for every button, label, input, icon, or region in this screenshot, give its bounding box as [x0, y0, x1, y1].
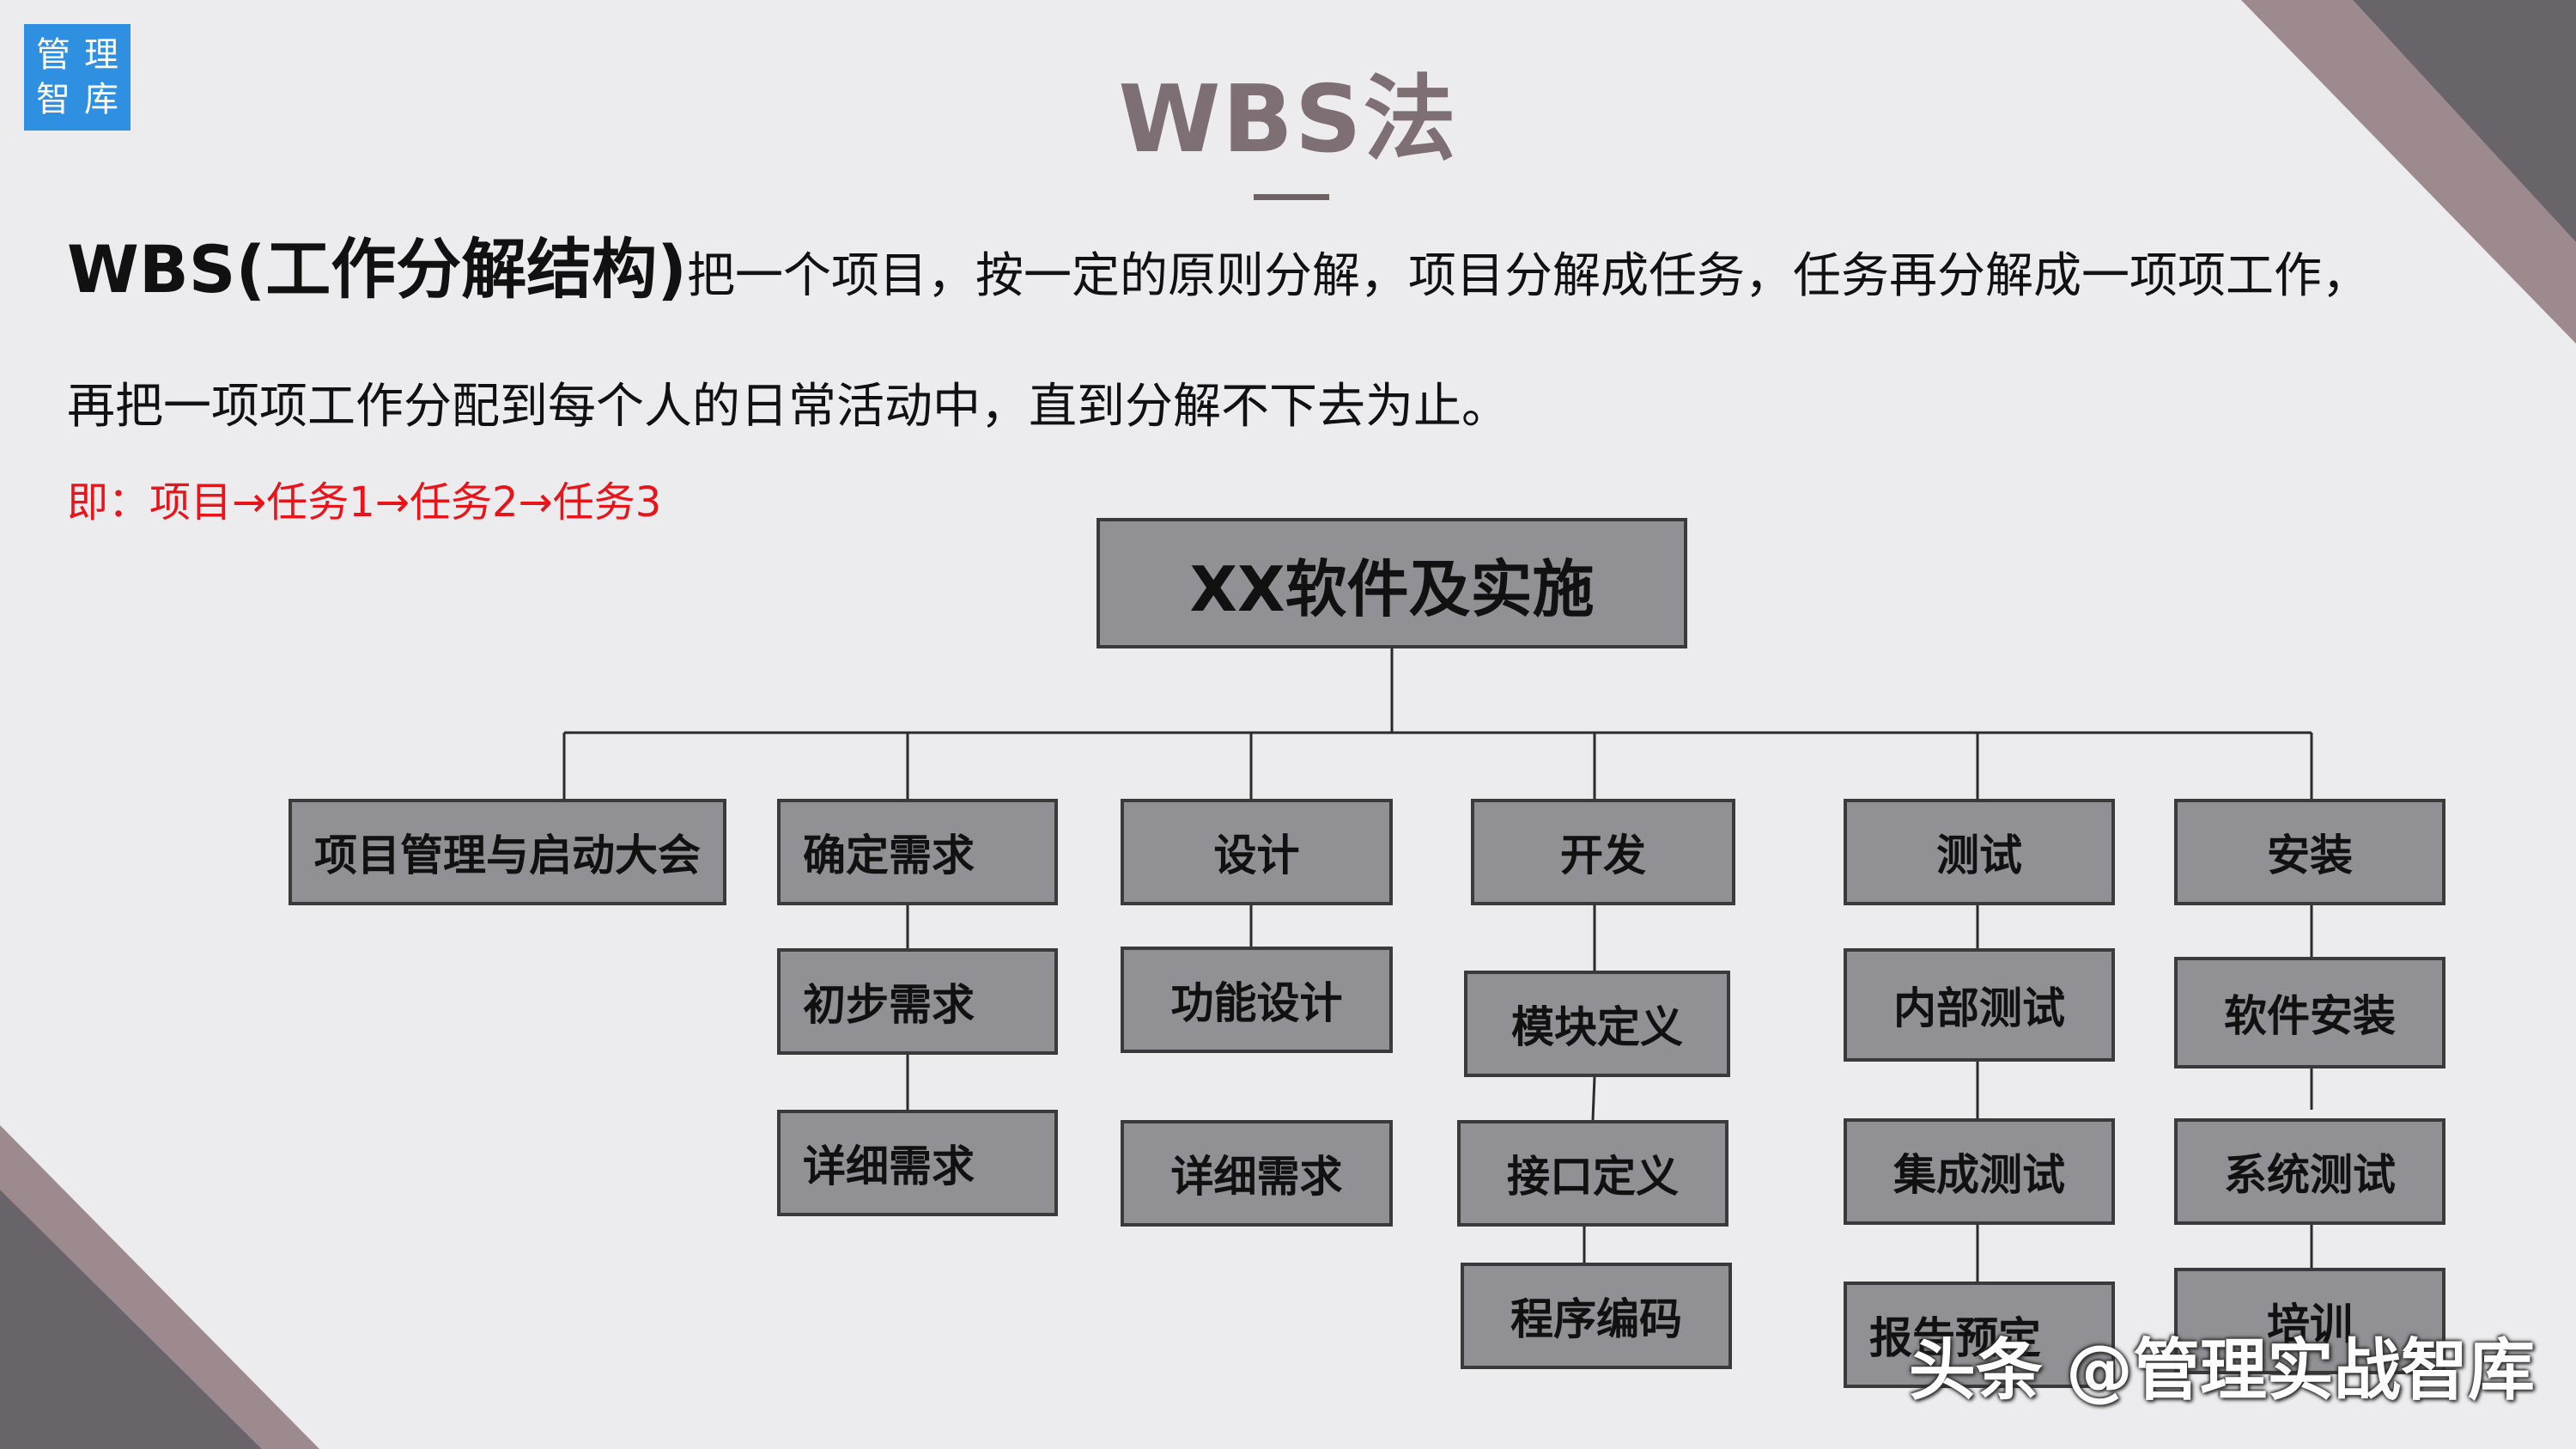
bottom-left-stripe-light [0, 1125, 319, 1449]
bottom-left-stripe-dark [0, 1190, 262, 1449]
logo-char: 理 [84, 35, 118, 75]
wbs-task-node: 内部测试 [1844, 948, 2115, 1062]
top-right-stripe-light [2241, 0, 2576, 344]
decomposition-formula: 即：项目→任务1→任务2→任务3 [67, 478, 662, 527]
wbs-branch-node: 安装 [2174, 799, 2445, 905]
wbs-task-node: 程序编码 [1461, 1263, 1732, 1369]
intro-paragraph: WBS(工作分解结构)把一个项目，按一定的原则分解，项目分解成任务，任务再分解成… [67, 204, 2506, 472]
wbs-task-node: 初步需求 [777, 948, 1058, 1055]
watermark-text: 头条 @管理实战智库 [1908, 1332, 2535, 1409]
logo-char: 智 [36, 80, 70, 119]
wbs-task-node: 功能设计 [1121, 947, 1393, 1053]
wbs-task-node: 详细需求 [1121, 1120, 1393, 1227]
logo-char: 库 [84, 80, 118, 119]
wbs-task-node: 软件安装 [2174, 957, 2445, 1068]
wbs-task-node: 模块定义 [1464, 971, 1730, 1077]
wbs-branch-node: 开发 [1471, 799, 1735, 905]
intro-line-1: 把一个项目，按一定的原则分解，项目分解成任务，任务再分解成一项项工作， [686, 248, 2370, 304]
logo-char: 管 [36, 35, 70, 75]
page-title: WBS法 [1118, 66, 1458, 174]
wbs-branch-node: 项目管理与启动大会 [289, 799, 726, 905]
brand-logo: 管 理 智 库 [24, 24, 131, 131]
wbs-branch-node: 测试 [1844, 799, 2115, 905]
top-right-stripe-dark [2353, 0, 2576, 242]
wbs-branch-node: 设计 [1121, 799, 1393, 905]
wbs-task-node: 接口定义 [1457, 1120, 1728, 1227]
wbs-branch-node: 确定需求 [777, 799, 1058, 905]
wbs-task-node: 系统测试 [2174, 1118, 2445, 1225]
wbs-task-node: 培训 [2174, 1268, 2445, 1374]
intro-line-2: 再把一项项工作分配到每个人的日常活动中，直到分解不下去为止。 [67, 379, 1510, 435]
title-underline [1254, 194, 1329, 200]
wbs-task-node: 报告预定 [1844, 1282, 2115, 1388]
child-link [1591, 1076, 1596, 1121]
intro-term: WBS(工作分解结构) [67, 231, 687, 307]
wbs-task-node: 详细需求 [777, 1110, 1058, 1216]
wbs-task-node: 集成测试 [1844, 1118, 2115, 1225]
wbs-root-node: XX软件及实施 [1097, 518, 1687, 648]
